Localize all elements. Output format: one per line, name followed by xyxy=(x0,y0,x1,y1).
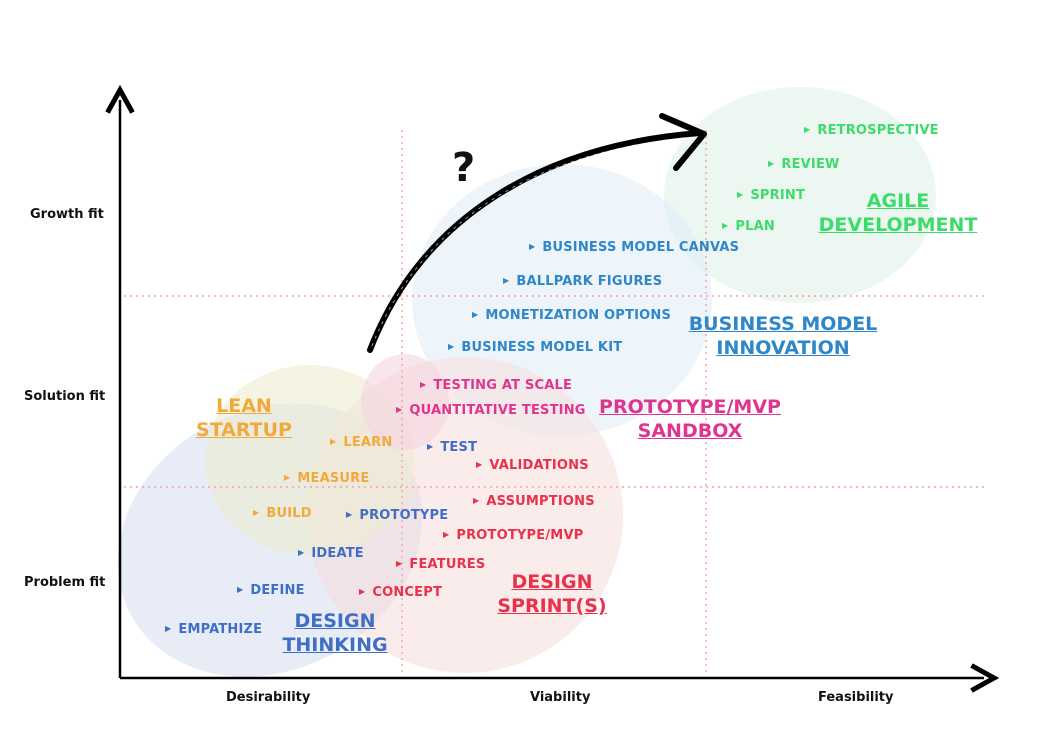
item-prototype-mvp: ▶PROTOTYPE/MVP xyxy=(443,528,584,543)
item-ballpark-figures: ▶BALLPARK FIGURES xyxy=(503,274,663,289)
item-prototype: ▶PROTOTYPE xyxy=(346,508,449,523)
y-label-problem-fit: Problem fit xyxy=(24,575,106,590)
bubble-prototype-sandbox xyxy=(361,354,449,450)
bubble-agile xyxy=(664,87,936,303)
item-monetization-options: ▶MONETIZATION OPTIONS xyxy=(472,308,672,323)
growth-arrow-head xyxy=(659,113,707,171)
item-sprint: ▶SPRINT xyxy=(737,188,806,203)
item-empathize: ▶EMPATHIZE xyxy=(165,622,263,637)
item-build: ▶BUILD xyxy=(253,506,312,521)
item-validations: ▶VALIDATIONS xyxy=(476,458,589,473)
item-business-model-canvas: ▶BUSINESS MODEL CANVAS xyxy=(529,240,740,255)
item-ideate: ▶IDEATE xyxy=(298,546,364,561)
y-label-solution-fit: Solution fit xyxy=(24,389,106,404)
item-review: ▶REVIEW xyxy=(768,157,840,172)
x-label-viability: Viability xyxy=(530,690,591,705)
item-concept: ▶CONCEPT xyxy=(359,585,443,600)
item-define: ▶DEFINE xyxy=(237,583,305,598)
item-learn: ▶LEARN xyxy=(330,435,393,450)
item-measure: ▶MEASURE xyxy=(284,471,370,486)
guide-lines xyxy=(124,130,985,676)
item-features: ▶FEATURES xyxy=(396,557,486,572)
question-mark: ? xyxy=(452,145,476,191)
item-test: ▶TEST xyxy=(427,440,478,455)
item-retrospective: ▶RETROSPECTIVE xyxy=(804,123,939,138)
item-plan: ▶PLAN xyxy=(722,219,775,234)
x-label-desirability: Desirability xyxy=(226,690,311,705)
y-label-growth-fit: Growth fit xyxy=(30,207,104,222)
item-business-model-kit: ▶BUSINESS MODEL KIT xyxy=(448,340,623,355)
item-assumptions: ▶ASSUMPTIONS xyxy=(473,494,595,509)
growth-arrow xyxy=(367,130,703,353)
x-label-feasibility: Feasibility xyxy=(818,690,894,705)
item-quantitative-testing: ▶QUANTITATIVE TESTING xyxy=(396,403,586,418)
item-testing-at-scale: ▶TESTING AT SCALE xyxy=(420,378,573,393)
